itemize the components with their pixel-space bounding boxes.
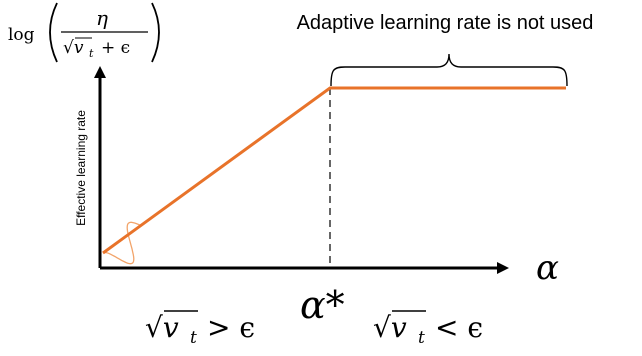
right-region-condition: √v t < ϵ <box>373 310 483 348</box>
curly-brace <box>330 53 568 87</box>
left-root: √v <box>145 311 179 344</box>
y-axis-label: Effective learning rate <box>74 110 88 226</box>
right-subscript: t <box>418 328 425 348</box>
log-label: log <box>8 25 35 45</box>
y-axis-expression: log η √v t + ϵ <box>8 2 160 63</box>
denominator-rest: + ϵ <box>101 38 130 58</box>
denominator-subscript: t <box>89 47 94 60</box>
bracket-annotation: Adaptive learning rate is not used <box>297 12 594 34</box>
numerator: η <box>96 6 108 30</box>
left-subscript: t <box>190 328 197 348</box>
left-relation: > ϵ <box>207 311 255 344</box>
learning-rate-curve <box>102 86 566 255</box>
right-paren <box>151 2 160 63</box>
threshold-symbol: α* <box>300 283 345 327</box>
right-root: √v <box>373 311 407 344</box>
left-paren <box>49 2 58 63</box>
left-region-condition: √v t > ϵ <box>145 310 255 348</box>
denominator-root: √v <box>63 38 84 58</box>
x-axis-symbol: α <box>536 248 559 288</box>
right-relation: < ϵ <box>435 311 483 344</box>
